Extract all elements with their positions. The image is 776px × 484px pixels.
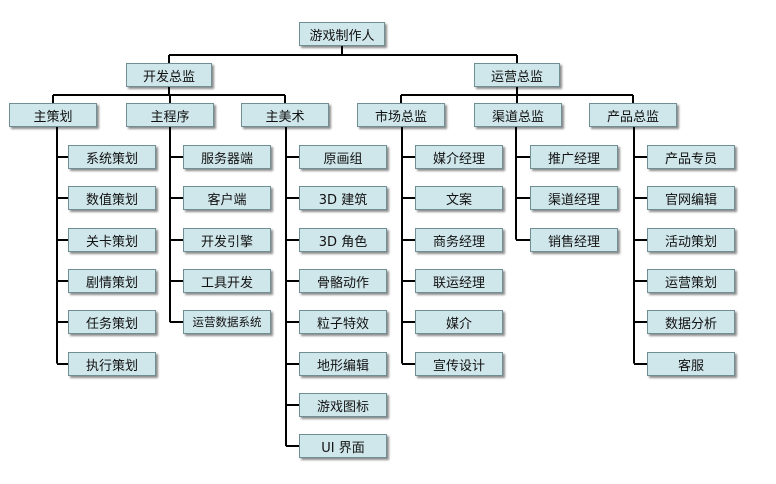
role-node: 服务器端	[183, 145, 271, 169]
department-node: 产品总监	[589, 103, 677, 127]
role-node: 宣传设计	[415, 352, 503, 376]
role-node: UI 界面	[299, 434, 387, 458]
role-node: 剧情策划	[68, 269, 156, 293]
role-node: 游戏图标	[299, 393, 387, 417]
role-node: 地形编辑	[299, 352, 387, 376]
role-node: 媒介	[415, 310, 503, 334]
role-node: 媒介经理	[415, 145, 503, 169]
role-node: 3D 建筑	[299, 186, 387, 210]
role-node: 数据分析	[647, 310, 735, 334]
role-node: 系统策划	[68, 145, 156, 169]
role-node: 官网编辑	[647, 186, 735, 210]
role-node: 销售经理	[530, 228, 618, 252]
role-node: 活动策划	[647, 228, 735, 252]
role-node: 运营策划	[647, 269, 735, 293]
role-node: 开发引擎	[183, 228, 271, 252]
department-node: 主程序	[126, 103, 214, 127]
department-node: 渠道总监	[474, 103, 562, 127]
director-node: 运营总监	[474, 63, 560, 87]
role-node: 运营数据系统	[183, 310, 271, 334]
role-node: 骨骼动作	[299, 269, 387, 293]
director-node: 开发总监	[126, 63, 212, 87]
root-node: 游戏制作人	[299, 22, 385, 46]
department-node: 市场总监	[357, 103, 445, 127]
department-node: 主策划	[9, 103, 97, 127]
department-node: 主美术	[241, 103, 329, 127]
role-node: 客户端	[183, 186, 271, 210]
role-node: 联运经理	[415, 269, 503, 293]
role-node: 执行策划	[68, 352, 156, 376]
role-node: 产品专员	[647, 145, 735, 169]
role-node: 推广经理	[530, 145, 618, 169]
role-node: 任务策划	[68, 310, 156, 334]
role-node: 工具开发	[183, 269, 271, 293]
role-node: 渠道经理	[530, 186, 618, 210]
role-node: 文案	[415, 186, 503, 210]
role-node: 商务经理	[415, 228, 503, 252]
role-node: 3D 角色	[299, 228, 387, 252]
role-node: 数值策划	[68, 186, 156, 210]
role-node: 客服	[647, 352, 735, 376]
role-node: 关卡策划	[68, 228, 156, 252]
role-node: 粒子特效	[299, 310, 387, 334]
role-node: 原画组	[299, 145, 387, 169]
